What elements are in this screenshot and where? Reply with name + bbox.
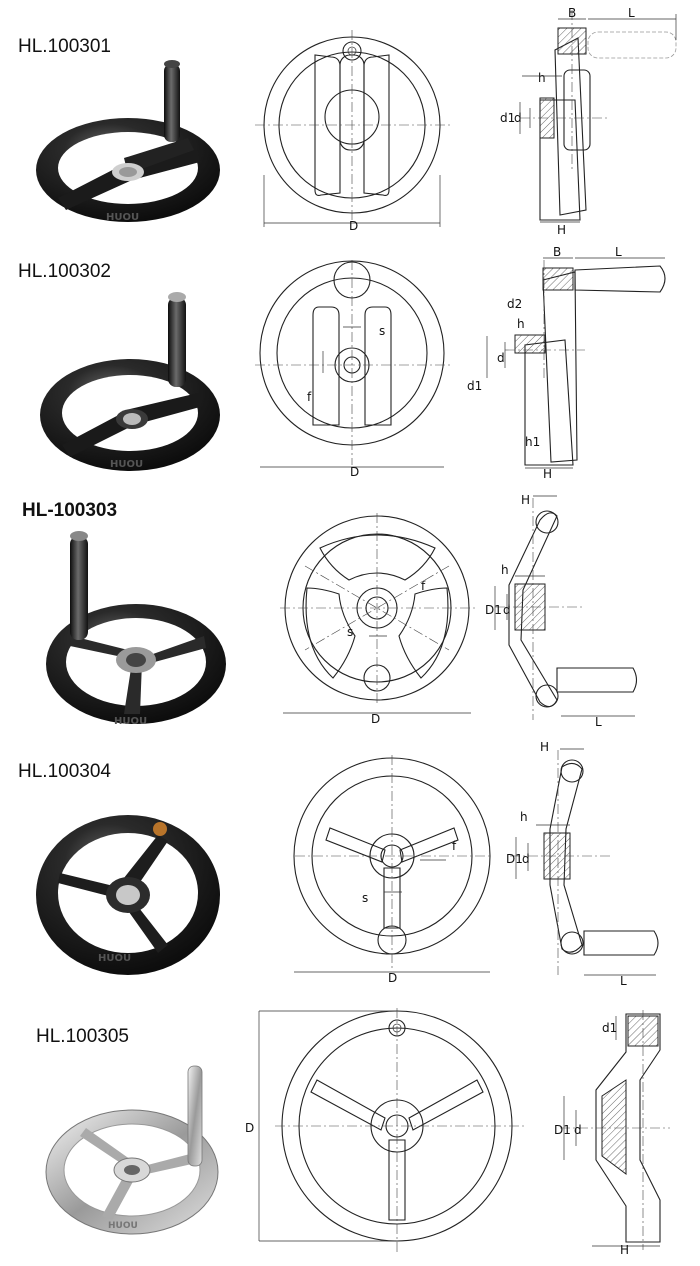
dim-d: d	[503, 603, 511, 617]
svg-text:HUOU: HUOU	[114, 716, 147, 727]
dim-d: d	[497, 351, 505, 365]
dim-D1: D1	[554, 1123, 571, 1137]
side-view-drawing: B L h d1 d H	[500, 6, 677, 237]
dim-D1: D1	[485, 603, 502, 617]
dim-h1: h1	[525, 435, 540, 449]
dim-s: s	[379, 324, 385, 338]
product-row-hl100304: HL.100304 HUOU f s D	[0, 740, 700, 995]
dim-B: B	[568, 6, 576, 20]
dim-d: d	[522, 852, 530, 866]
front-view-drawing: s f D	[255, 260, 450, 479]
handwheel-black-two-spoke-icon: HUOU	[40, 292, 220, 471]
handwheel-black-revolving-handle-icon: HUOU	[36, 60, 220, 223]
product-code: HL.100305	[36, 1026, 129, 1047]
front-view-drawing: D	[255, 30, 450, 233]
dim-H: H	[557, 223, 566, 237]
dim-d2: d2	[507, 297, 522, 311]
product-row-hl100302: HL.100302 HUOU s f D B	[0, 245, 700, 485]
product-row-hl100305: HL.100305 HUOU D d1	[0, 1000, 700, 1266]
dim-L: L	[595, 715, 602, 729]
side-view-drawing: H h D1 d L	[485, 493, 638, 729]
dim-f: f	[307, 390, 312, 404]
front-view-drawing: f s D	[280, 513, 475, 726]
dim-d: d	[574, 1123, 582, 1137]
dim-d1: d1	[602, 1021, 617, 1035]
svg-text:HUOU: HUOU	[108, 1221, 138, 1231]
product-row-hl100301: HL.100301 HUOU D	[0, 0, 700, 240]
side-view-drawing: d1 D1 d H	[554, 1010, 670, 1257]
handwheel-black-three-spoke-icon: HUOU	[36, 815, 220, 975]
svg-text:HUOU: HUOU	[98, 953, 131, 964]
dim-L: L	[615, 245, 622, 259]
dim-H: H	[620, 1243, 629, 1257]
dim-L: L	[628, 6, 635, 20]
dim-B: B	[553, 245, 561, 259]
svg-text:HUOU: HUOU	[110, 459, 143, 470]
product-code: HL-100303	[22, 500, 118, 521]
product-code: HL.100301	[18, 36, 111, 57]
dim-H: H	[540, 740, 549, 754]
dim-h: h	[520, 810, 528, 824]
dim-D: D	[349, 219, 358, 233]
dim-L: L	[620, 974, 627, 988]
dim-D1: D1	[506, 852, 523, 866]
dim-d1: d1	[500, 111, 515, 125]
dim-D: D	[350, 465, 359, 479]
side-view-drawing: H h D1 d L	[506, 740, 659, 988]
dim-s: s	[347, 625, 353, 639]
dim-H: H	[521, 493, 530, 507]
svg-text:HUOU: HUOU	[106, 212, 139, 223]
dim-h: h	[501, 563, 509, 577]
dim-D: D	[388, 971, 397, 985]
dim-s: s	[362, 891, 368, 905]
front-view-drawing: f s D	[293, 755, 491, 985]
dim-H: H	[543, 467, 552, 481]
dim-f: f	[452, 839, 457, 853]
product-row-hl100303: HL-100303 HUOU f s D	[0, 490, 700, 740]
dim-D: D	[245, 1121, 254, 1135]
product-code: HL.100302	[18, 261, 111, 282]
dim-D: D	[371, 712, 380, 726]
front-view-drawing: D	[245, 1008, 525, 1253]
dim-f: f	[421, 579, 426, 593]
handwheel-three-spoke-icon: HUOU	[46, 531, 226, 727]
dim-h: h	[538, 71, 546, 85]
dim-d1: d1	[467, 379, 482, 393]
product-code: HL.100304	[18, 761, 111, 782]
dim-h: h	[517, 317, 525, 331]
side-view-drawing: B L d2 h d d1 h1 H	[467, 245, 666, 481]
dim-d: d	[514, 111, 522, 125]
handwheel-chrome-three-spoke-icon: HUOU	[45, 1065, 219, 1235]
